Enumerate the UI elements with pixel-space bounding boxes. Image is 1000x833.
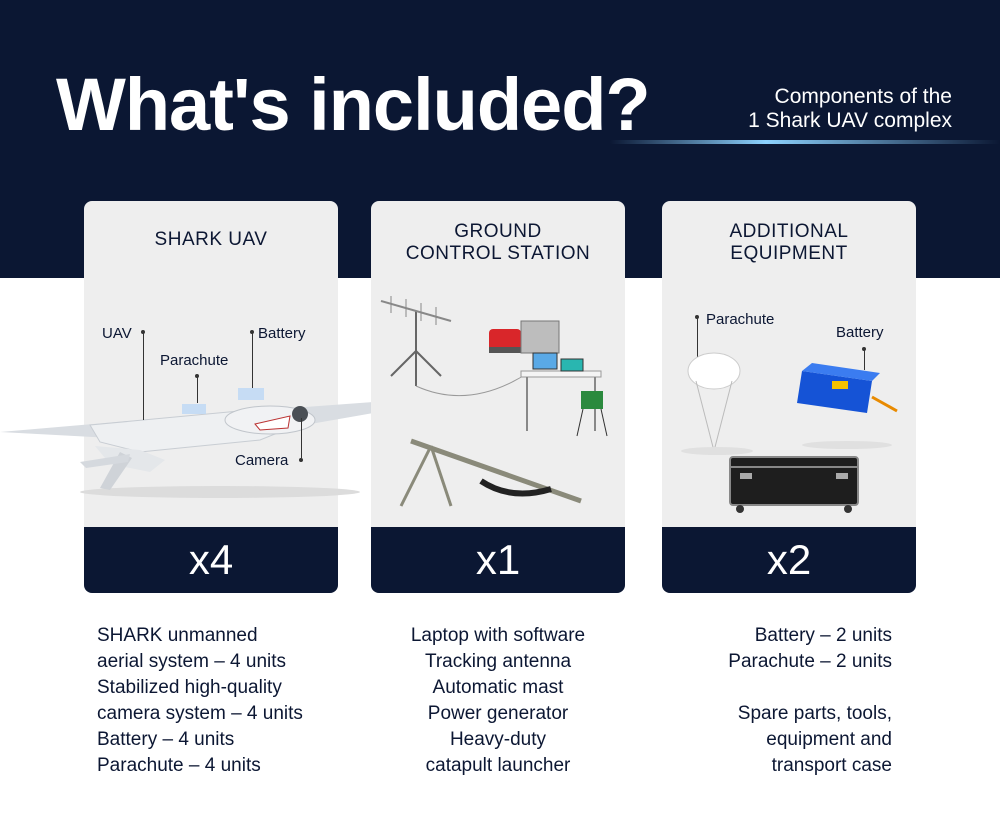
pointer-line <box>252 333 253 388</box>
label-battery: Battery <box>258 325 306 342</box>
description-line: transport case <box>771 755 892 776</box>
card-title: SHARK UAV <box>154 229 268 250</box>
description-line: Heavy-duty <box>449 729 547 750</box>
pointer-dot <box>862 347 866 351</box>
subtitle-line: Components of the <box>774 85 952 108</box>
description-line: camera system – 4 units <box>97 703 303 724</box>
description-line: Spare parts, tools, <box>737 703 892 724</box>
description-ground-control-station: Laptop with software Tracking antenna Au… <box>371 623 625 779</box>
description-line: aerial system – 4 units <box>97 651 287 672</box>
description-line: catapult launcher <box>425 755 571 776</box>
description-line: SHARK unmanned <box>97 625 258 646</box>
pointer-dot <box>299 458 303 462</box>
glow-line <box>610 140 1000 144</box>
subtitle-line: 1 Shark UAV complex <box>748 109 952 132</box>
pointer-line <box>197 377 198 403</box>
pointer-dot <box>250 330 254 334</box>
description-line: Power generator <box>427 703 569 724</box>
card-additional-equipment: ADDITIONAL EQUIPMENT Parachute Battery x… <box>662 201 916 593</box>
card-shark-uav: SHARK UAV x4 <box>84 201 338 593</box>
page-subtitle: Components of the 1 Shark UAV complex <box>748 85 952 133</box>
label-camera: Camera <box>235 452 289 469</box>
quantity-badge: x2 <box>662 527 916 593</box>
card-title: GROUND CONTROL STATION <box>405 221 591 264</box>
label-parachute: Parachute <box>706 311 775 328</box>
description-line: Battery – 2 units <box>754 625 892 646</box>
description-line: Battery – 4 units <box>97 729 235 750</box>
uav-illustration <box>0 388 402 498</box>
description-line: Stabilized high-quality <box>97 677 282 698</box>
equipment-illustration <box>681 352 898 513</box>
pointer-line <box>697 318 698 358</box>
pointer-line <box>143 333 144 420</box>
description-line: Parachute – 2 units <box>728 651 892 672</box>
card-ground-control-station: GROUND CONTROL STATION x1 <box>371 201 625 593</box>
pointer-line <box>301 418 302 458</box>
description-shark-uav: SHARK unmanned aerial system – 4 units S… <box>97 623 303 779</box>
description-line: Laptop with software <box>410 625 586 646</box>
label-battery: Battery <box>836 324 884 341</box>
pointer-dot <box>141 330 145 334</box>
card-title: ADDITIONAL EQUIPMENT <box>729 221 849 264</box>
ground-station-illustration <box>380 296 608 507</box>
quantity-badge: x1 <box>371 527 625 593</box>
page-title: What's included? <box>56 63 651 146</box>
description-line: Tracking antenna <box>424 651 572 672</box>
pointer-dot <box>195 374 199 378</box>
description-line: Parachute – 4 units <box>97 755 261 776</box>
pointer-line <box>864 350 865 370</box>
description-spacer <box>728 675 892 701</box>
label-parachute: Parachute <box>160 352 229 369</box>
description-additional-equipment: Battery – 2 units Parachute – 2 units Sp… <box>728 623 892 779</box>
label-uav: UAV <box>102 325 132 342</box>
description-line: equipment and <box>766 729 892 750</box>
pointer-dot <box>695 315 699 319</box>
description-line: Automatic mast <box>432 677 564 698</box>
quantity-badge: x4 <box>84 527 338 593</box>
